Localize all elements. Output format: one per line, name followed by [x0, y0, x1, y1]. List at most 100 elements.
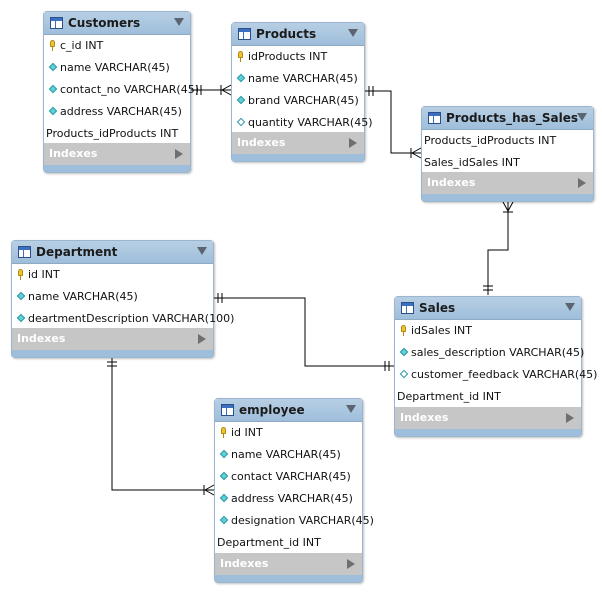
column-list: c_id INT name VARCHAR(45) contact_no VARCH…	[44, 35, 199, 145]
column-row[interactable]: Sales_idSales INT	[422, 152, 593, 174]
column-row[interactable]: Products_idProducts INT	[422, 130, 593, 152]
indexes-section[interactable]: Indexes	[215, 553, 362, 575]
column-row[interactable]: c_id INT	[44, 35, 190, 57]
table-header[interactable]: Sales	[395, 297, 581, 320]
collapse-arrow-icon[interactable]	[565, 303, 575, 311]
column-row[interactable]: name VARCHAR(45)	[232, 68, 364, 90]
column-row[interactable]: quantity VARCHAR(45)	[232, 112, 373, 134]
indexes-label: Indexes	[237, 136, 286, 149]
table-name: Products_has_Sales	[446, 111, 578, 125]
table-icon	[428, 112, 441, 124]
column-row[interactable]: contact VARCHAR(45)	[215, 466, 362, 488]
indexes-section[interactable]: Indexes	[12, 328, 213, 350]
column-label: address VARCHAR(45)	[60, 105, 182, 118]
column-row[interactable]: designation VARCHAR(45)	[215, 510, 374, 532]
not-null-column-icon	[236, 73, 246, 83]
column-label: address VARCHAR(45)	[231, 492, 353, 505]
column-row[interactable]: name VARCHAR(45)	[44, 57, 190, 79]
column-list: id INT name VARCHAR(45) contact VARCHAR(45…	[215, 422, 374, 554]
table-footer	[12, 350, 213, 357]
indexes-section[interactable]: Indexes	[232, 132, 364, 154]
table-header[interactable]: Customers	[44, 12, 190, 35]
expand-arrow-icon[interactable]	[349, 138, 357, 148]
column-row[interactable]: contact_no VARCHAR(45)	[44, 79, 199, 101]
primary-key-icon	[18, 269, 23, 280]
primary-key-icon	[221, 427, 226, 438]
column-row[interactable]: id INT	[12, 264, 213, 286]
table-products[interactable]: Products idProducts INT name VARCHAR(45) b…	[231, 22, 373, 162]
not-null-column-icon	[236, 95, 246, 105]
collapse-arrow-icon[interactable]	[577, 113, 587, 121]
column-label: c_id INT	[60, 39, 104, 52]
column-row[interactable]: name VARCHAR(45)	[12, 286, 213, 308]
column-row[interactable]: address VARCHAR(45)	[44, 101, 190, 123]
table-customers[interactable]: Customers c_id INT name VARCHAR(45) contac…	[43, 11, 199, 173]
not-null-column-icon	[399, 347, 409, 357]
collapse-arrow-icon[interactable]	[346, 405, 356, 413]
table-footer	[215, 575, 362, 582]
table-header[interactable]: Department	[12, 241, 213, 264]
table-icon	[238, 28, 251, 40]
not-null-column-icon	[219, 493, 229, 503]
indexes-section[interactable]: Indexes	[44, 143, 190, 165]
table-icon	[401, 302, 414, 314]
indexes-label: Indexes	[17, 332, 66, 345]
table-name: Customers	[68, 16, 141, 30]
column-row[interactable]: sales_description VARCHAR(45)	[395, 342, 584, 364]
column-row[interactable]: address VARCHAR(45)	[215, 488, 362, 510]
expand-arrow-icon[interactable]	[175, 149, 183, 159]
collapse-arrow-icon[interactable]	[174, 18, 184, 26]
column-row[interactable]: Department_id INT	[395, 386, 581, 408]
table-products-has-sales[interactable]: Products_has_Sales Products_idProducts I…	[421, 106, 594, 202]
table-header[interactable]: Products_has_Sales	[422, 107, 593, 130]
rel-crowfoot	[502, 201, 514, 212]
primary-key-icon	[238, 51, 243, 62]
expand-arrow-icon[interactable]	[198, 334, 206, 344]
column-label: Products_idProducts INT	[46, 127, 179, 140]
column-list: id INT name VARCHAR(45) deartmentDescripti…	[12, 264, 234, 330]
collapse-arrow-icon[interactable]	[348, 29, 358, 37]
column-label: name VARCHAR(45)	[231, 448, 341, 461]
column-label: contact VARCHAR(45)	[231, 470, 351, 483]
not-null-column-icon	[16, 291, 26, 301]
table-footer	[232, 154, 364, 161]
expand-arrow-icon[interactable]	[578, 178, 586, 188]
column-row[interactable]: deartmentDescription VARCHAR(100)	[12, 308, 234, 330]
column-label: name VARCHAR(45)	[248, 72, 358, 85]
column-row[interactable]: id INT	[215, 422, 362, 444]
table-footer	[44, 165, 190, 172]
expand-arrow-icon[interactable]	[566, 413, 574, 423]
not-null-column-icon	[48, 106, 58, 116]
table-icon	[18, 246, 31, 258]
indexes-section[interactable]: Indexes	[422, 172, 593, 194]
indexes-label: Indexes	[49, 147, 98, 160]
not-null-column-icon	[219, 471, 229, 481]
table-icon	[50, 17, 63, 29]
indexes-section[interactable]: Indexes	[395, 407, 581, 429]
table-department[interactable]: Department id INT name VARCHAR(45) deartme…	[11, 240, 234, 358]
collapse-arrow-icon[interactable]	[197, 247, 207, 255]
column-row[interactable]: name VARCHAR(45)	[215, 444, 362, 466]
column-row[interactable]: idProducts INT	[232, 46, 364, 68]
column-label: name VARCHAR(45)	[60, 61, 170, 74]
expand-arrow-icon[interactable]	[347, 559, 355, 569]
column-row[interactable]: Department_id INT	[215, 532, 362, 554]
table-header[interactable]: employee	[215, 399, 362, 422]
column-label: name VARCHAR(45)	[28, 290, 138, 303]
column-row[interactable]: brand VARCHAR(45)	[232, 90, 364, 112]
rel-products-phs	[364, 90, 421, 154]
table-footer	[395, 429, 581, 436]
column-row[interactable]: Products_idProducts INT	[44, 123, 190, 145]
table-employee[interactable]: employee id INT name VARCHAR(45) contact V…	[214, 398, 374, 583]
column-label: id INT	[231, 426, 263, 439]
table-header[interactable]: Products	[232, 23, 364, 46]
column-row[interactable]: customer_feedback VARCHAR(45)	[395, 364, 597, 386]
column-label: brand VARCHAR(45)	[248, 94, 359, 107]
primary-key-icon	[50, 40, 55, 51]
column-row[interactable]: idSales INT	[395, 320, 581, 342]
table-name: employee	[239, 403, 305, 417]
not-null-column-icon	[219, 449, 229, 459]
